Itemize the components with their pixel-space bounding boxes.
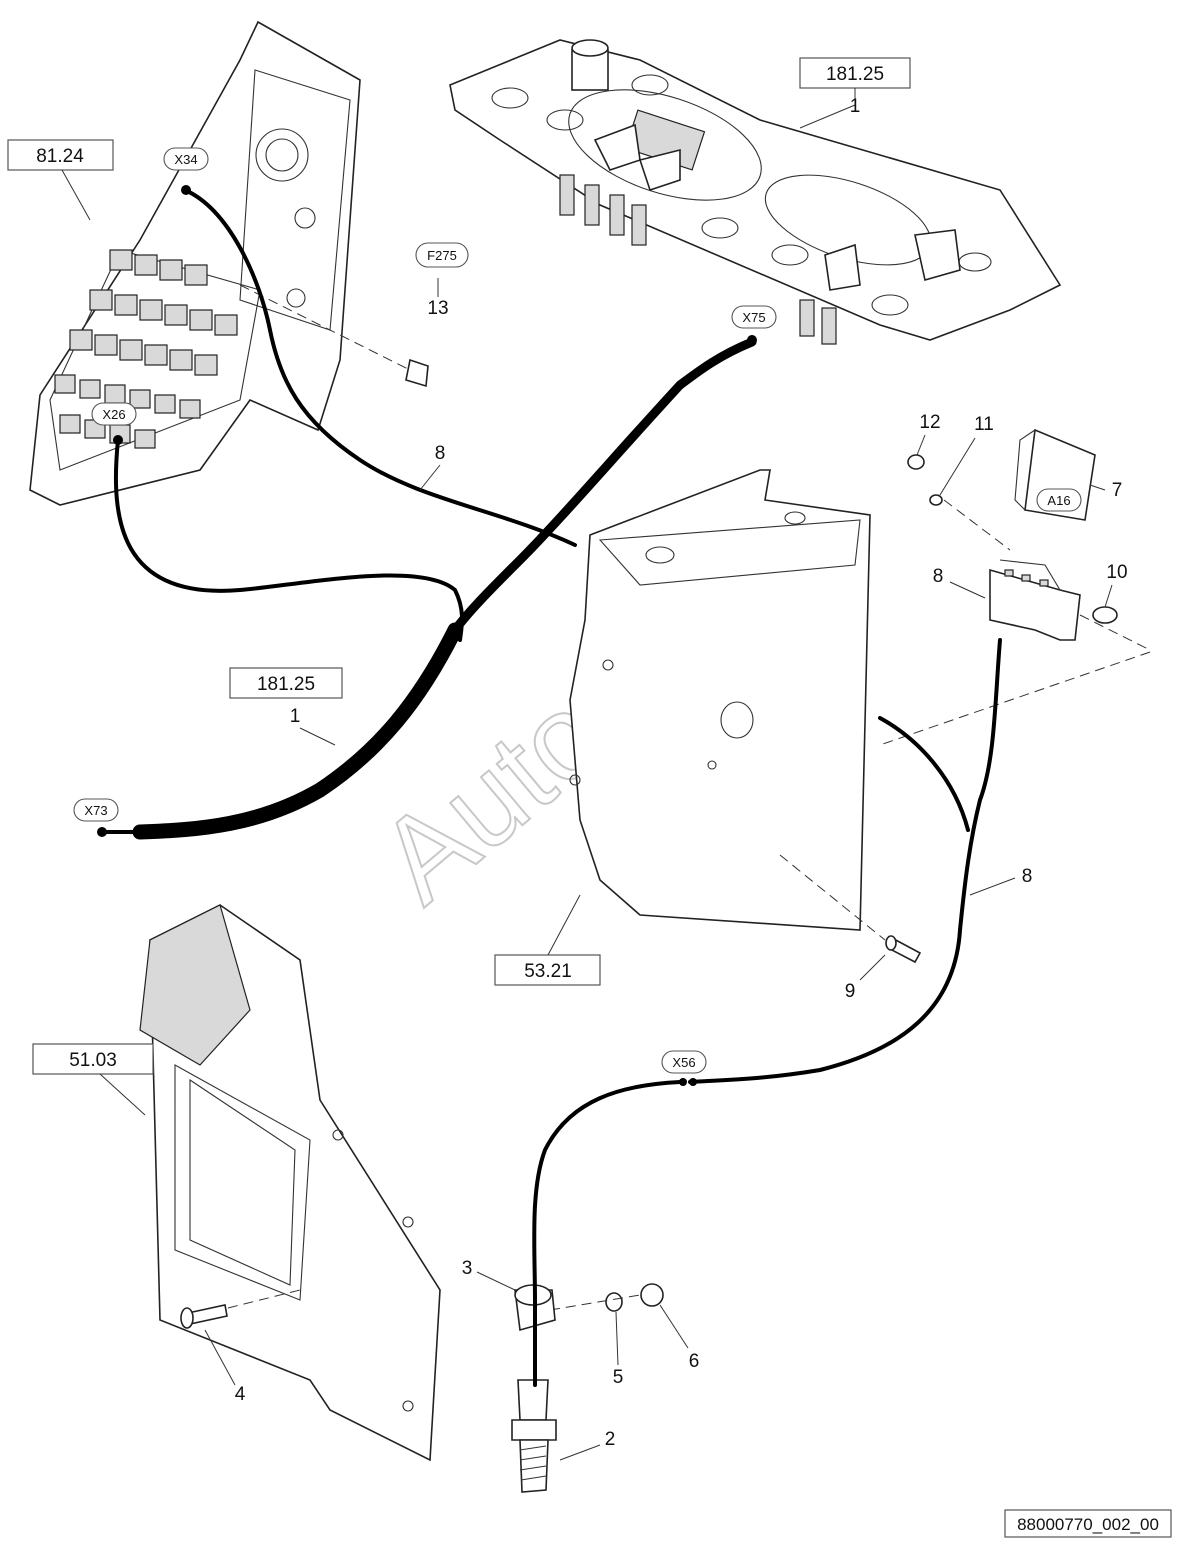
callout-9: 9: [845, 981, 856, 1002]
reference-box-floor: 51.03: [32, 1043, 154, 1116]
reference-box-fuse-box: 81.24: [7, 139, 114, 221]
instrument-panel: [449, 39, 1062, 345]
svg-text:181.25: 181.25: [826, 64, 884, 85]
connector-x34: X34: [163, 147, 209, 171]
relay-assembly: [879, 428, 1151, 746]
callouts: 1 1 2 3 4 5 6 7 8 8 8 9 10 11 12 13: [204, 96, 1128, 1461]
callout-1-harness: 1: [290, 706, 301, 727]
callout-10: 10: [1106, 562, 1127, 583]
svg-text:X26: X26: [102, 407, 125, 422]
svg-text:81.24: 81.24: [36, 146, 84, 167]
reference-box-cab-panel: 53.21: [494, 894, 601, 986]
callout-7: 7: [1112, 480, 1123, 501]
callout-3: 3: [462, 1258, 473, 1279]
connector-x26: X26: [91, 402, 137, 426]
callout-13: 13: [427, 298, 448, 319]
callout-12: 12: [919, 412, 940, 433]
svg-text:X73: X73: [84, 803, 107, 818]
svg-text:51.03: 51.03: [69, 1050, 117, 1071]
floor-panel: [139, 904, 441, 1462]
fuse-label-f275: F275: [415, 242, 469, 268]
callout-2: 2: [605, 1429, 616, 1450]
reference-box-top-panel: 181.25: [799, 57, 911, 129]
cab-side-panel: [569, 469, 871, 931]
callout-5: 5: [613, 1367, 624, 1388]
svg-text:X75: X75: [742, 310, 765, 325]
callout-8-upper: 8: [435, 443, 446, 464]
connector-x56: X56: [661, 1050, 707, 1074]
svg-text:A16: A16: [1047, 493, 1070, 508]
callout-4: 4: [235, 1384, 246, 1405]
svg-text:F275: F275: [427, 248, 457, 263]
drawing-number-box: 88000770_002_00: [1004, 1509, 1172, 1538]
wiring: [97, 185, 1002, 1387]
connector-x73: X73: [73, 798, 119, 822]
svg-text:X56: X56: [672, 1055, 695, 1070]
svg-text:X34: X34: [174, 152, 197, 167]
callout-6: 6: [689, 1351, 700, 1372]
callout-1-top: 1: [850, 96, 861, 117]
callout-8-lower: 8: [1022, 866, 1033, 887]
callout-8-relay: 8: [933, 566, 944, 587]
callout-11: 11: [974, 414, 994, 435]
reference-box-harness: 181.25: [229, 667, 343, 699]
relay-label-a16: A16: [1036, 488, 1082, 512]
connector-x75: X75: [731, 305, 777, 329]
fuse-box-assembly: [29, 20, 361, 506]
svg-text:88000770_002_00: 88000770_002_00: [1017, 1515, 1159, 1534]
svg-text:53.21: 53.21: [524, 961, 572, 982]
svg-text:181.25: 181.25: [257, 674, 315, 695]
